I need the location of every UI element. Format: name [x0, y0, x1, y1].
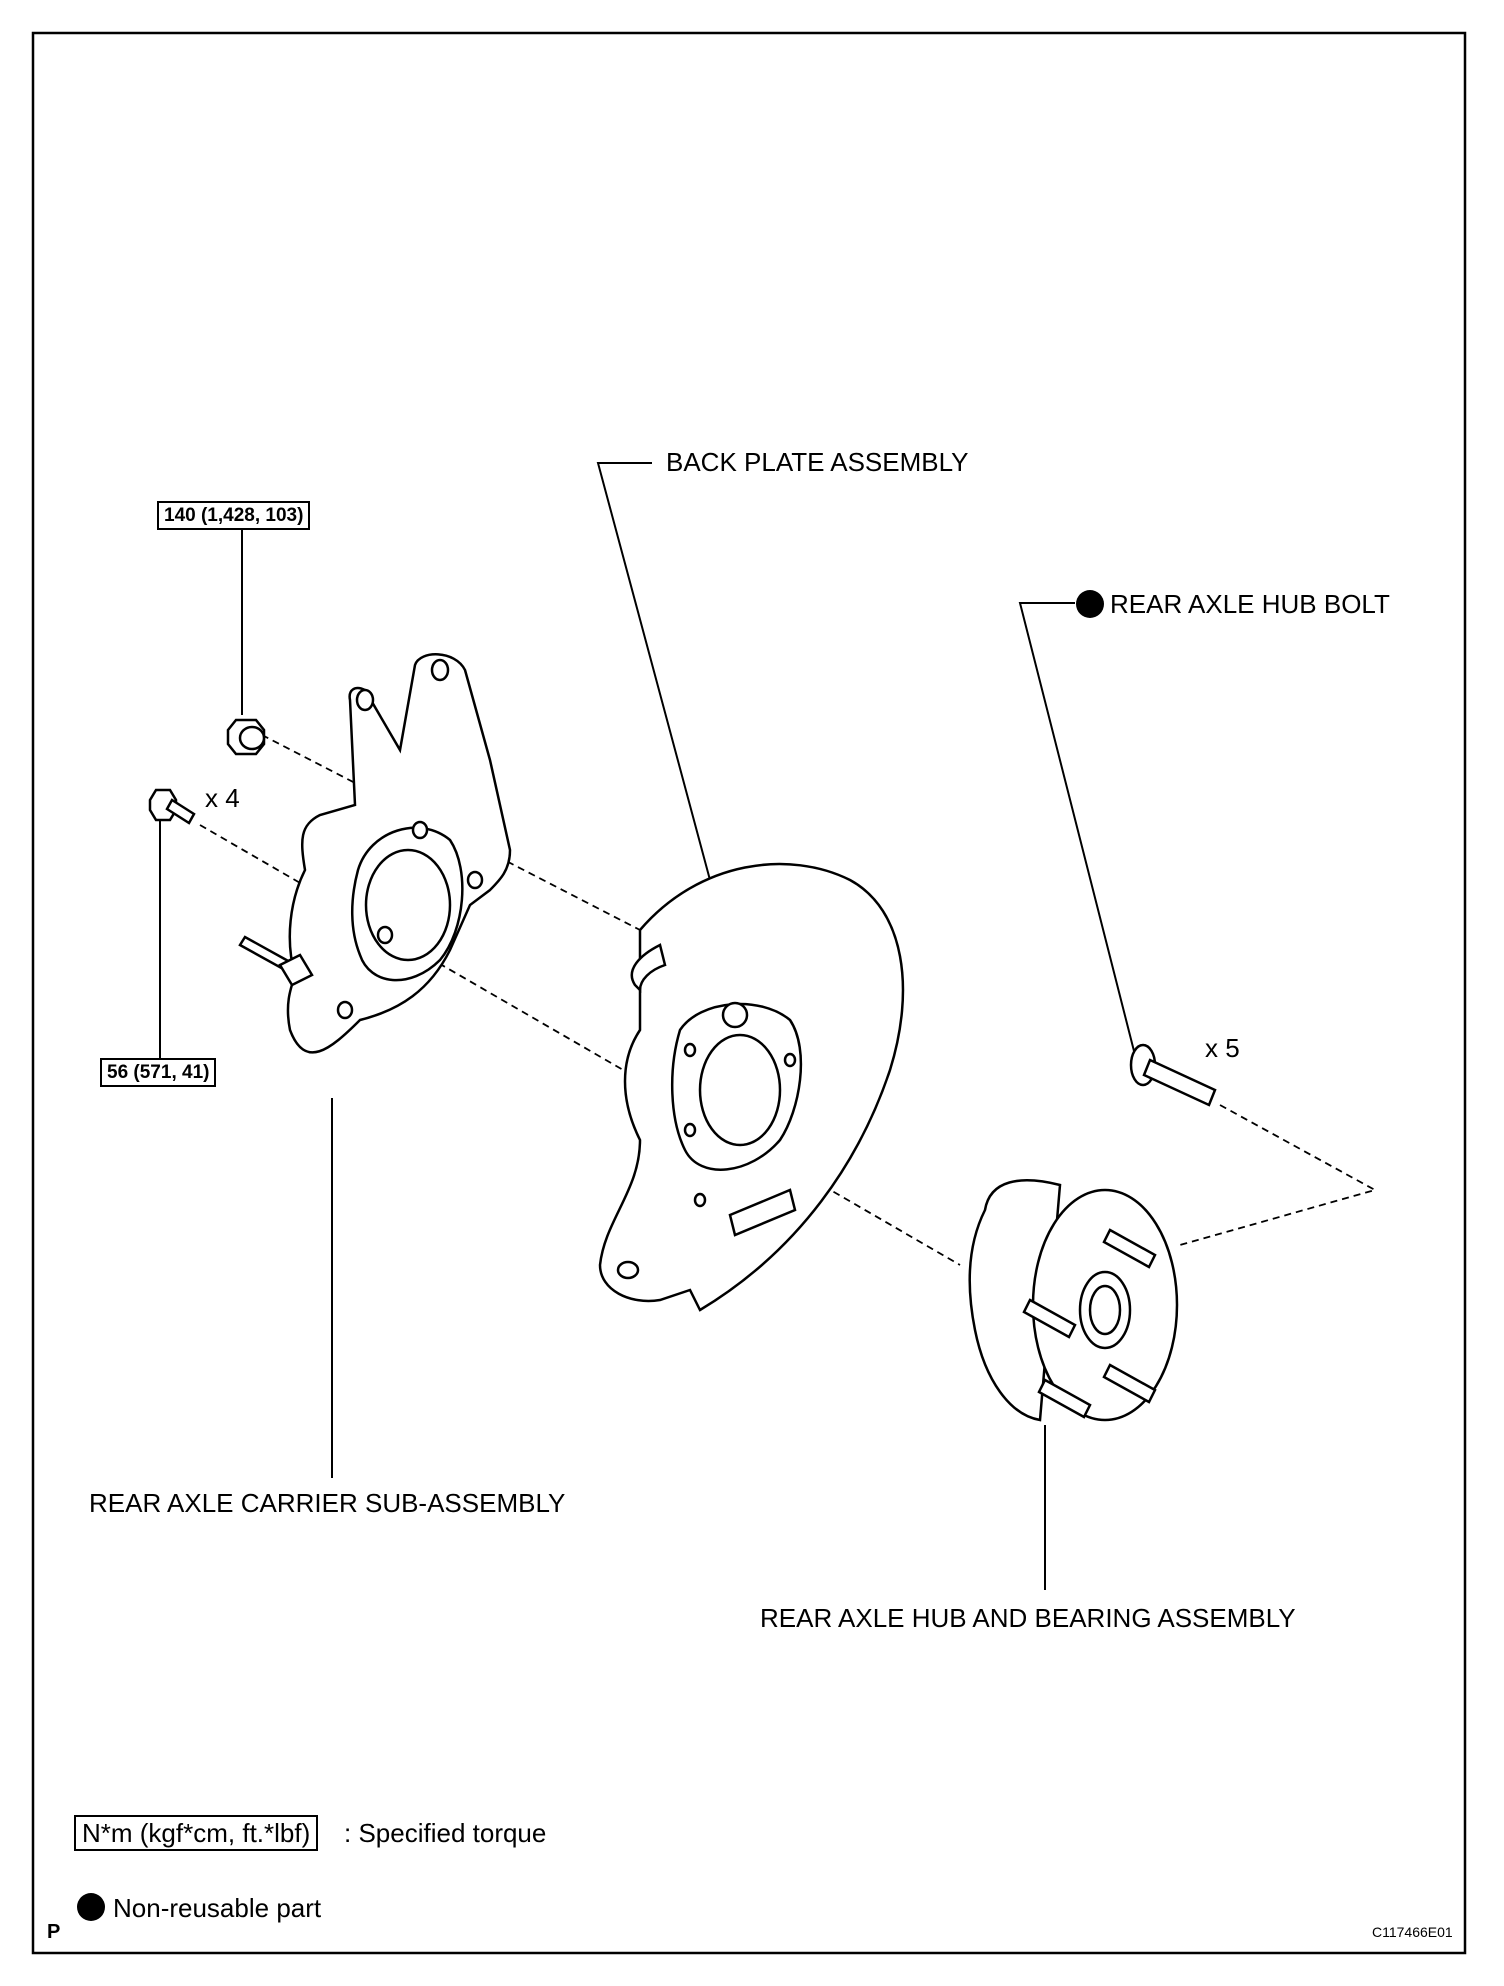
hub-bolt-part	[1129, 1043, 1217, 1107]
non-reusable-icon	[1076, 590, 1104, 618]
qty-bolts: x 4	[205, 783, 240, 813]
back-plate-part	[598, 862, 905, 1312]
footer-left: P	[47, 1921, 61, 1943]
legend-torque-text: : Specified torque	[344, 1818, 547, 1848]
nut-part	[226, 718, 266, 756]
carrier-part	[238, 653, 512, 1054]
torque-box-bolt: 56 (571, 41)	[100, 1058, 217, 1087]
legend-non-reusable-text: Non-reusable part	[113, 1893, 322, 1923]
page-frame	[31, 31, 1467, 1955]
leader-lines	[159, 462, 1136, 1590]
hub-bearing-part	[968, 1179, 1179, 1422]
label-hub-bearing: REAR AXLE HUB AND BEARING ASSEMBLY	[760, 1603, 1296, 1633]
leader-back-plate	[596, 462, 711, 881]
torque-box-nut: 140 (1,428, 103)	[157, 501, 311, 530]
label-back-plate: BACK PLATE ASSEMBLY	[666, 447, 969, 477]
leader-hub-bolt	[1018, 602, 1136, 1056]
legend-non-reusable-icon	[77, 1893, 105, 1921]
label-hub-bolt: REAR AXLE HUB BOLT	[1110, 589, 1390, 619]
legend-torque-box: N*m (kgf*cm, ft.*lbf)	[74, 1815, 319, 1851]
bolt-part	[148, 788, 196, 825]
label-carrier: REAR AXLE CARRIER SUB-ASSEMBLY	[89, 1488, 566, 1518]
footer-right: C117466E01	[1372, 1924, 1453, 1940]
qty-hub-bolts: x 5	[1205, 1033, 1240, 1063]
